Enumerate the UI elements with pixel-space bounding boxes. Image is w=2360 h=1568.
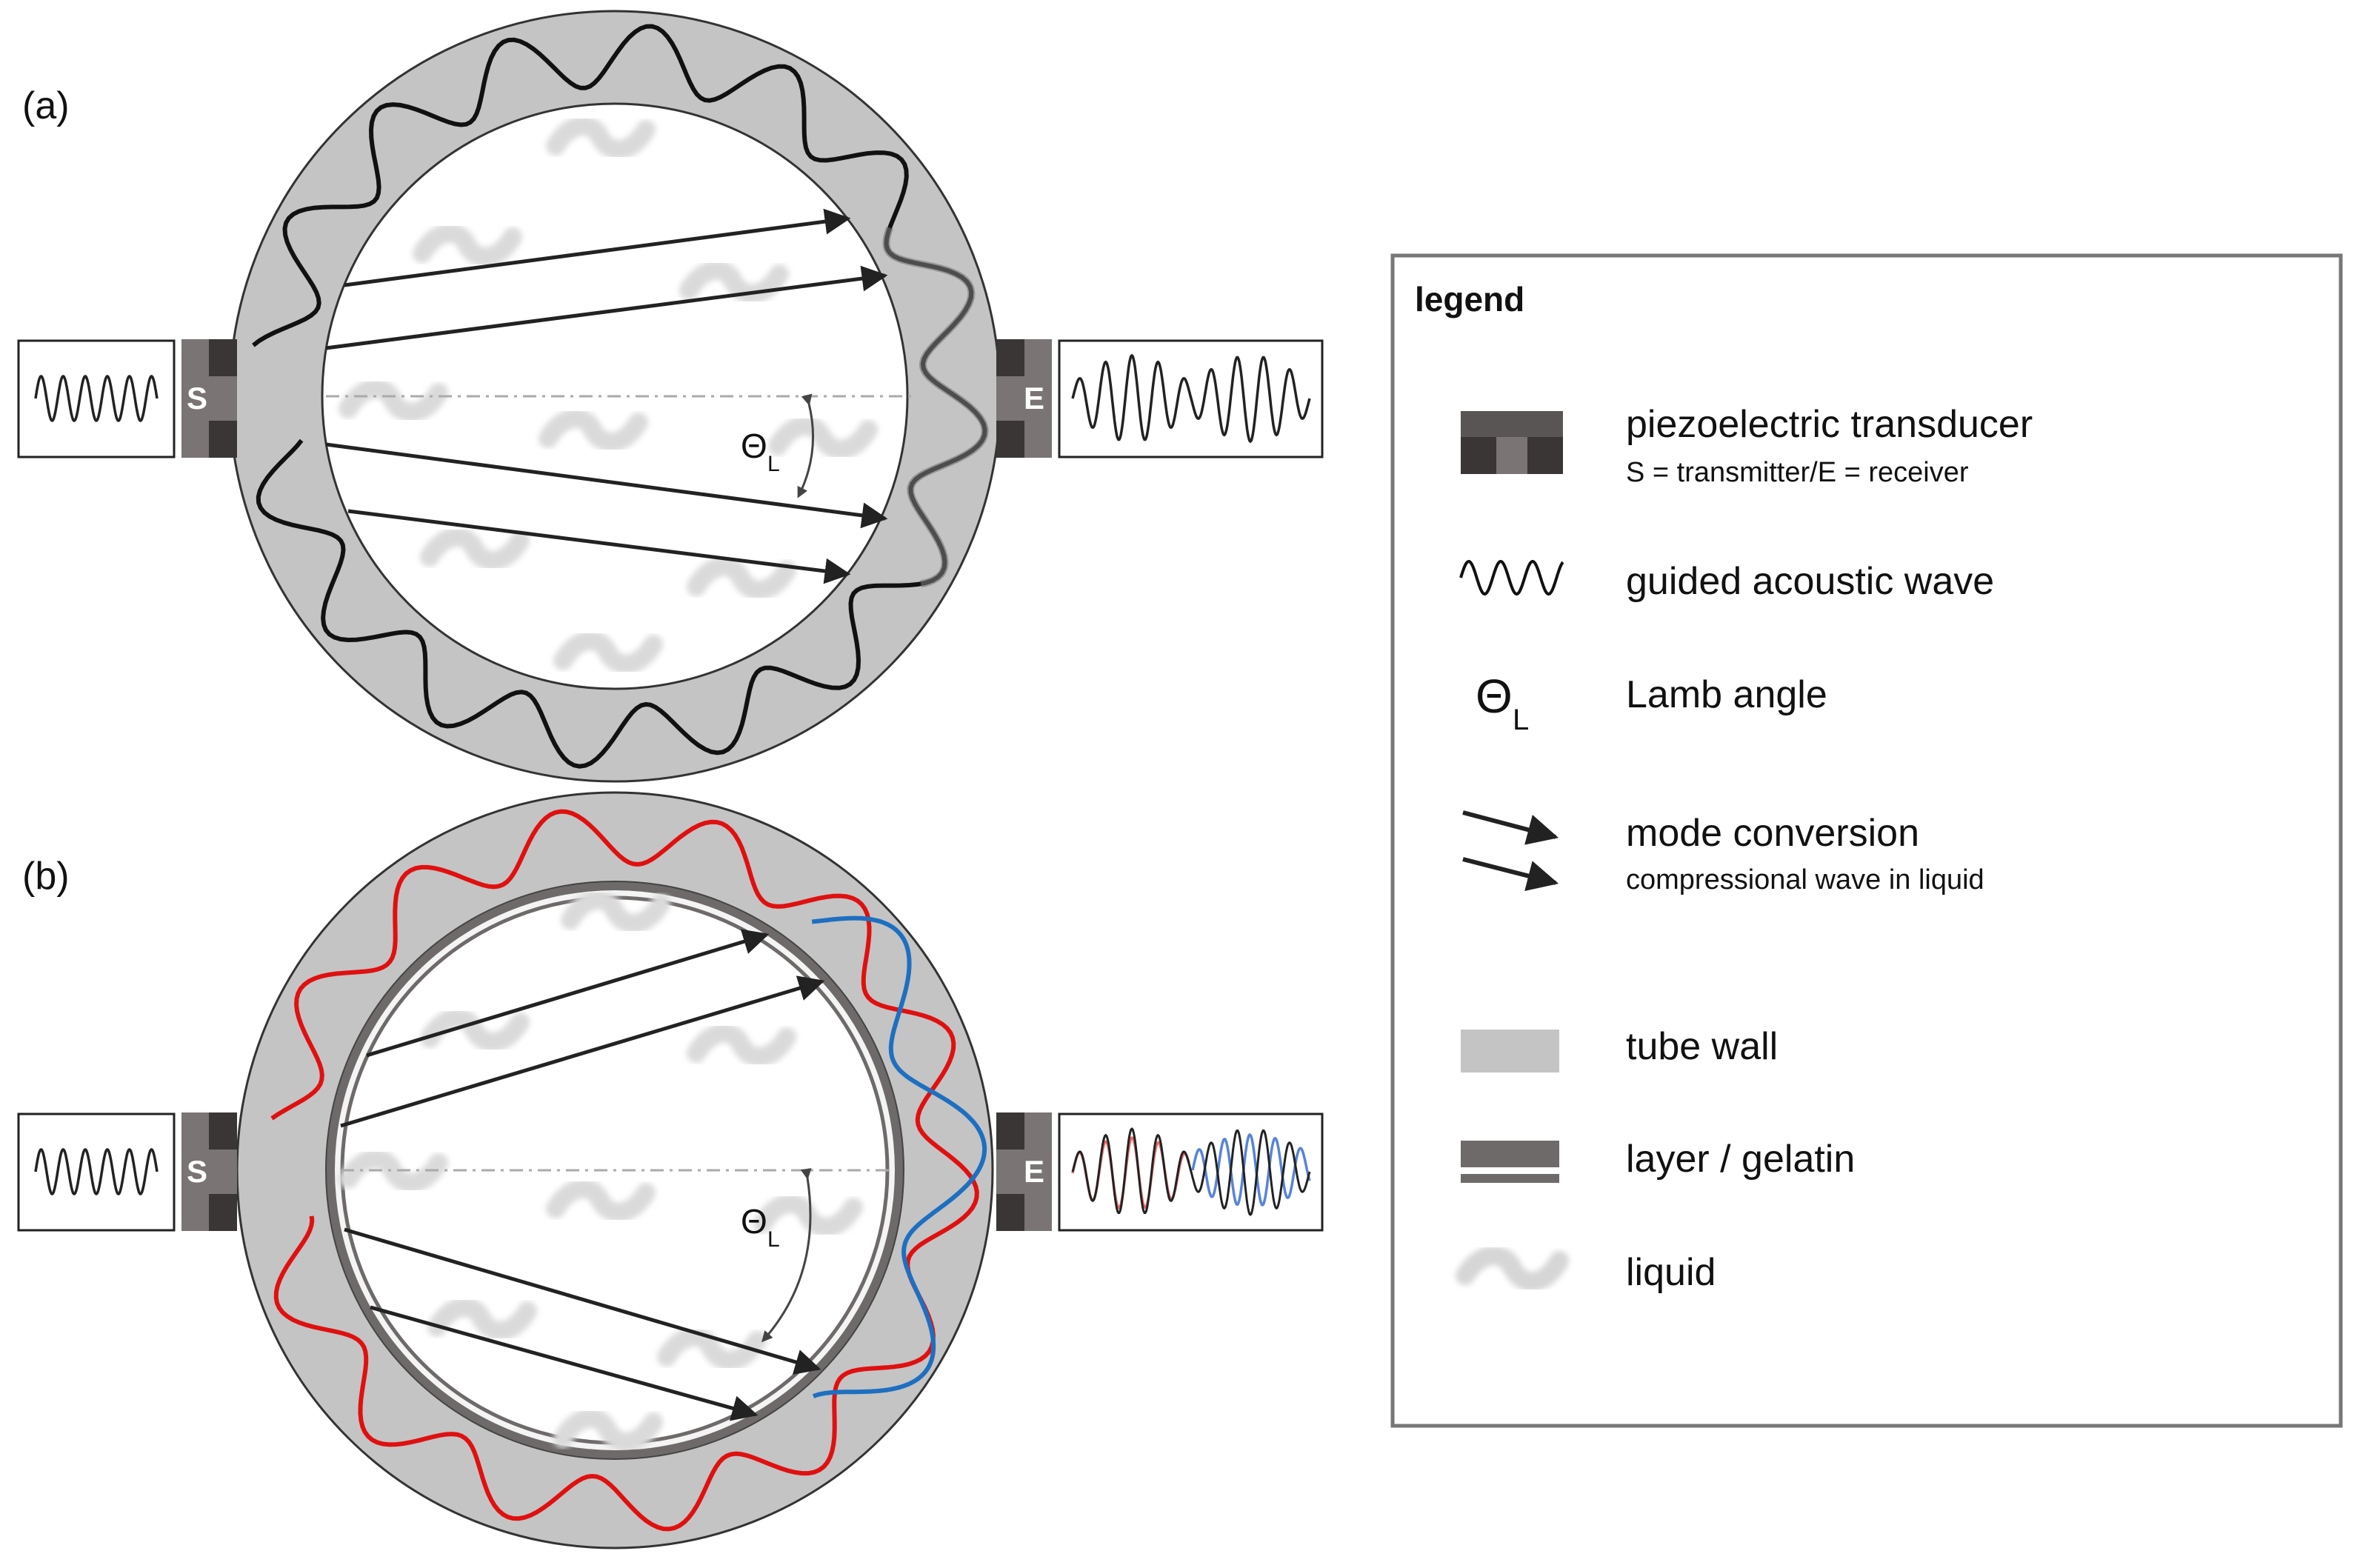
panel-label-a: (a) bbox=[22, 84, 70, 127]
lamb-angle-symbol-b: Θ bbox=[741, 1202, 767, 1241]
input-signal-box-a bbox=[17, 339, 176, 458]
legend-item-guided-wave: guided acoustic wave bbox=[1459, 560, 1994, 603]
tube-wall-icon bbox=[1461, 1030, 1559, 1072]
receiver-letter-a: E bbox=[1024, 381, 1044, 416]
liquid-blob bbox=[687, 1023, 796, 1067]
mode-conversion-icon bbox=[1462, 810, 1559, 891]
liquid-blob bbox=[768, 416, 878, 459]
liquid-blob bbox=[413, 223, 522, 267]
mode-arrow-b3 bbox=[344, 1227, 821, 1375]
legend-item-tube-wall: tube wall bbox=[1461, 1025, 1778, 1072]
svg-text:Θ: Θ bbox=[1476, 670, 1513, 723]
guided-wave-icon bbox=[1459, 560, 1564, 595]
legend-label-layer-gelatin: layer / gelatin bbox=[1626, 1138, 1855, 1181]
liquid-blob bbox=[561, 890, 670, 933]
output-signal-b bbox=[1071, 1127, 1311, 1217]
liquid-blob bbox=[539, 408, 648, 452]
mode-arrow-a4 bbox=[347, 509, 851, 584]
lamb-angle-subscript-a: L bbox=[767, 452, 780, 476]
receiver-letter-b: E bbox=[1024, 1154, 1044, 1189]
lamb-angle-arc-a bbox=[797, 393, 815, 498]
lamb-angle-arc-b bbox=[761, 1168, 812, 1343]
legend-item-mode-conversion: mode conversion compressional wave in li… bbox=[1462, 810, 1984, 895]
svg-text:L: L bbox=[1513, 704, 1529, 736]
liquid-blob bbox=[687, 556, 796, 600]
legend-item-layer-gelatin: layer / gelatin bbox=[1461, 1138, 1855, 1183]
guided-wave-blue-b bbox=[811, 915, 987, 1398]
mode-arrow-b1 bbox=[366, 929, 770, 1058]
legend-sublabel-mode-conversion: compressional wave in liquid bbox=[1626, 864, 1984, 895]
input-signal-b bbox=[34, 1148, 159, 1195]
lamb-angle-symbol-a: Θ bbox=[741, 427, 767, 465]
liquid-blob bbox=[427, 1297, 537, 1341]
guided-wave-envelope-a bbox=[882, 226, 989, 588]
layer-gelatin-icon bbox=[1461, 1141, 1559, 1183]
liquid-blob bbox=[546, 116, 656, 159]
lamb-angle-subscript-b: L bbox=[767, 1227, 780, 1252]
mode-arrow-b4 bbox=[370, 1305, 759, 1421]
mode-arrow-a3 bbox=[325, 442, 888, 529]
input-signal-a bbox=[34, 375, 159, 422]
legend-label-tube-wall: tube wall bbox=[1626, 1025, 1778, 1068]
legend-item-lamb-angle: Θ L Lamb angle bbox=[1476, 670, 1827, 736]
mode-arrow-b2 bbox=[340, 975, 825, 1128]
liquid-blob bbox=[657, 1327, 767, 1370]
guided-wave-red-b bbox=[270, 809, 979, 1532]
legend-title: legend bbox=[1415, 280, 1524, 318]
liquid-blob bbox=[553, 1408, 663, 1452]
liquid-icon bbox=[1456, 1246, 1569, 1292]
legend-item-liquid: liquid bbox=[1456, 1246, 1716, 1294]
liquid-blob bbox=[420, 527, 530, 570]
legend: legend piezoelectric transducer S = tran… bbox=[1390, 253, 2343, 1428]
output-signal-a bbox=[1071, 353, 1311, 444]
panel-b: Θ L S E bbox=[17, 791, 1324, 1549]
liquid-blob bbox=[339, 1149, 448, 1192]
legend-item-transducer: piezoelectric transducer S = transmitter… bbox=[1461, 403, 2033, 488]
transmitter-letter-a: S bbox=[187, 381, 207, 416]
panel-label-b: (b) bbox=[22, 855, 70, 898]
legend-sublabel-transducer: S = transmitter/E = receiver bbox=[1626, 457, 1969, 488]
mode-arrow-a2 bbox=[325, 265, 888, 350]
mode-arrow-a1 bbox=[344, 208, 851, 287]
transmitter-a: S bbox=[181, 339, 237, 458]
liquid-blobs-b bbox=[339, 890, 863, 1452]
legend-label-guided-wave: guided acoustic wave bbox=[1626, 560, 1994, 603]
receiver-a: E bbox=[996, 339, 1052, 458]
legend-label-liquid: liquid bbox=[1626, 1251, 1716, 1294]
receiver-b: E bbox=[996, 1112, 1052, 1231]
liquid-blob bbox=[546, 1178, 656, 1222]
legend-label-mode-conversion: mode conversion bbox=[1626, 812, 1919, 855]
panel-a: Θ L S E bbox=[17, 10, 1324, 783]
transmitter-b: S bbox=[181, 1112, 237, 1231]
liquid-blob bbox=[339, 378, 448, 422]
legend-label-transducer: piezoelectric transducer bbox=[1626, 403, 2033, 446]
transmitter-letter-b: S bbox=[187, 1154, 207, 1189]
input-signal-box-b bbox=[17, 1112, 176, 1232]
liquid-blob bbox=[420, 1008, 530, 1052]
legend-label-lamb-angle: Lamb angle bbox=[1626, 673, 1827, 716]
liquid-blobs-a bbox=[339, 116, 878, 674]
liquid-blob bbox=[553, 630, 663, 674]
output-signal-blue-b bbox=[1191, 1133, 1311, 1207]
piezoelectric-transducer-icon bbox=[1461, 411, 1563, 474]
lamb-angle-icon: Θ L bbox=[1476, 670, 1529, 736]
